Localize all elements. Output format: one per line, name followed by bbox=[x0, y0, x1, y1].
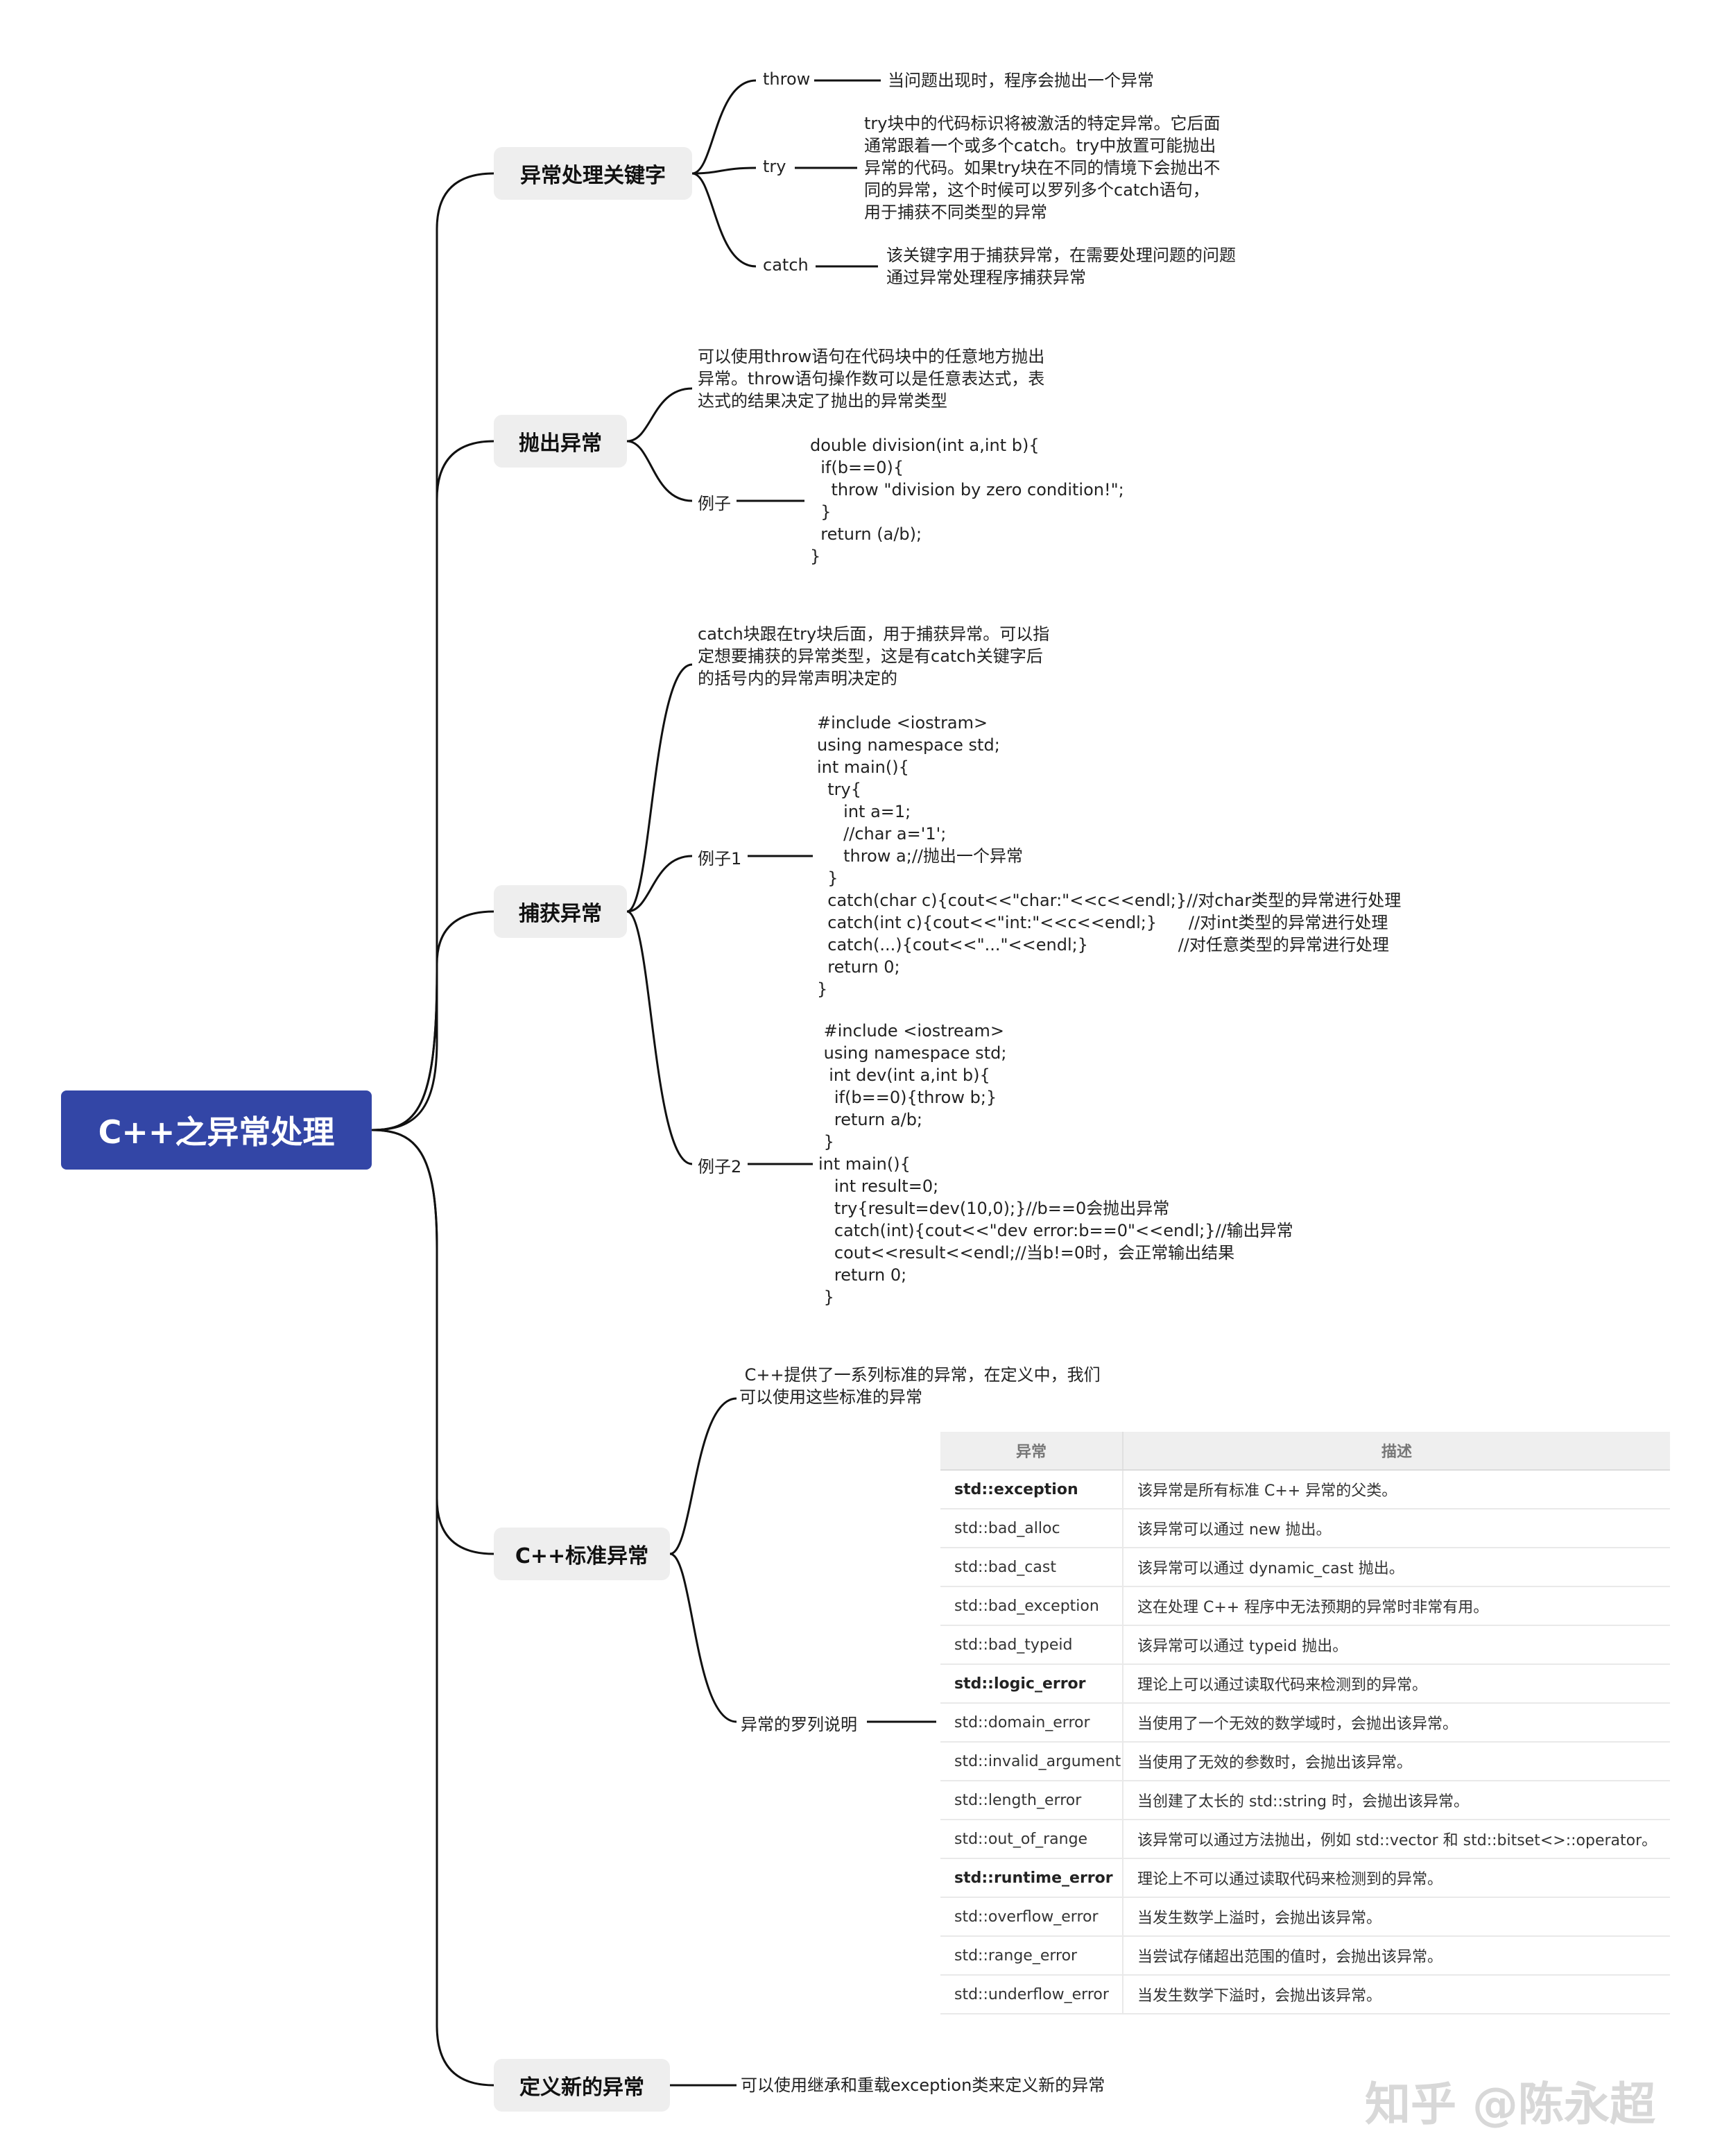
exception-name: std::exception bbox=[940, 1470, 1123, 1509]
catching-example1-label[interactable]: 例子1 bbox=[698, 849, 742, 869]
catching-example2-code: #include <iostream> using namespace std;… bbox=[818, 1021, 1293, 1307]
exception-name: std::underflow_error bbox=[940, 1975, 1123, 2014]
exception-description: 当使用了一个无效的数学域时，会抛出该异常。 bbox=[1123, 1703, 1670, 1743]
throwing-example-label[interactable]: 例子 bbox=[698, 494, 731, 513]
standard-list-label[interactable]: 异常的罗列说明 bbox=[741, 1715, 857, 1734]
exception-description: 该异常可以通过方法抛出，例如 std::vector 和 std::bitset… bbox=[1123, 1820, 1670, 1859]
topic-standard-exceptions[interactable]: C++标准异常 bbox=[494, 1528, 670, 1580]
exception-name: std::out_of_range bbox=[940, 1820, 1123, 1859]
custom-desc: 可以使用继承和重载exception类来定义新的异常 bbox=[741, 2076, 1105, 2095]
exception-description: 该异常可以通过 typeid 抛出。 bbox=[1123, 1625, 1670, 1665]
exception-name: std::domain_error bbox=[940, 1703, 1123, 1743]
topic-catching[interactable]: 捕获异常 bbox=[494, 885, 627, 938]
exception-description: 该异常可以通过 dynamic_cast 抛出。 bbox=[1123, 1548, 1670, 1587]
keyword-throw-label[interactable]: throw bbox=[763, 69, 811, 89]
topic-throwing[interactable]: 抛出异常 bbox=[494, 415, 627, 468]
throwing-example-code: double division(int a,int b){ if(b==0){ … bbox=[810, 436, 1124, 566]
catching-desc: catch块跟在try块后面，用于捕获异常。可以指 定想要捕获的异常类型，这是有… bbox=[698, 624, 1050, 688]
table-header-exception: 异常 bbox=[940, 1432, 1123, 1471]
exception-name: std::runtime_error bbox=[940, 1858, 1123, 1898]
catching-example2-label[interactable]: 例子2 bbox=[698, 1157, 742, 1177]
catching-example1-code: #include <iostram> using namespace std; … bbox=[817, 713, 1402, 999]
exception-description: 理论上不可以通过读取代码来检测到的异常。 bbox=[1123, 1858, 1670, 1898]
exception-description: 当尝试存储超出范围的值时，会抛出该异常。 bbox=[1123, 1936, 1670, 1976]
exception-name: std::overflow_error bbox=[940, 1897, 1123, 1937]
exception-name: std::bad_alloc bbox=[940, 1509, 1123, 1548]
exception-description: 这在处理 C++ 程序中无法预期的异常时非常有用。 bbox=[1123, 1586, 1670, 1626]
exception-name: std::bad_cast bbox=[940, 1548, 1123, 1587]
exception-description: 该异常是所有标准 C++ 异常的父类。 bbox=[1123, 1470, 1670, 1509]
exception-description: 当发生数学上溢时，会抛出该异常。 bbox=[1123, 1897, 1670, 1937]
keyword-catch-desc: 该关键字用于捕获异常，在需要处理问题的问题 通过异常处理程序捕获异常 bbox=[886, 246, 1236, 287]
keyword-try-label[interactable]: try bbox=[763, 157, 786, 176]
exception-name: std::length_error bbox=[940, 1781, 1123, 1820]
table-header-description: 描述 bbox=[1123, 1432, 1670, 1471]
exception-description: 理论上可以通过读取代码来检测到的异常。 bbox=[1123, 1664, 1670, 1704]
keyword-catch-label[interactable]: catch bbox=[763, 255, 809, 275]
topic-custom-exceptions[interactable]: 定义新的异常 bbox=[494, 2059, 670, 2112]
exception-name: std::invalid_argument bbox=[940, 1742, 1123, 1781]
standard-desc: C++提供了一系列标准的异常，在定义中，我们 可以使用这些标准的异常 bbox=[739, 1365, 1101, 1407]
keyword-try-desc: try块中的代码标识将被激活的特定异常。它后面 通常跟着一个或多个catch。t… bbox=[864, 114, 1221, 222]
root-topic[interactable]: C++之异常处理 bbox=[61, 1090, 372, 1170]
topic-keywords[interactable]: 异常处理关键字 bbox=[494, 147, 692, 200]
keyword-throw-desc: 当问题出现时，程序会抛出一个异常 bbox=[888, 71, 1154, 90]
exception-name: std::bad_typeid bbox=[940, 1625, 1123, 1665]
watermark: 知乎 @陈永超 bbox=[1365, 2078, 1655, 2131]
exception-description: 该异常可以通过 new 抛出。 bbox=[1123, 1509, 1670, 1548]
exception-description: 当创建了太长的 std::string 时，会抛出该异常。 bbox=[1123, 1781, 1670, 1820]
exception-name: std::bad_exception bbox=[940, 1586, 1123, 1626]
exception-description: 当使用了无效的参数时，会抛出该异常。 bbox=[1123, 1742, 1670, 1781]
throwing-desc: 可以使用throw语句在代码块中的任意地方抛出 异常。throw语句操作数可以是… bbox=[698, 347, 1045, 411]
exception-name: std::logic_error bbox=[940, 1664, 1123, 1704]
exception-description: 当发生数学下溢时，会抛出该异常。 bbox=[1123, 1975, 1670, 2014]
exception-name: std::range_error bbox=[940, 1936, 1123, 1976]
table-header-row: 异常 描述 bbox=[940, 1432, 1670, 1471]
